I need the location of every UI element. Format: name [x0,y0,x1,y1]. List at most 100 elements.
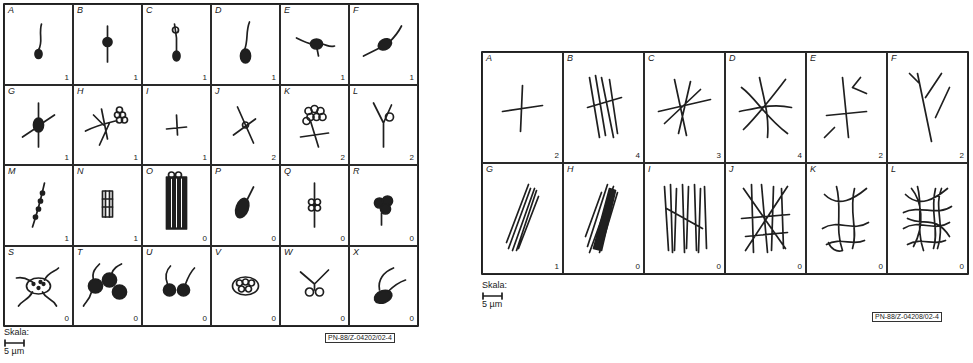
cell-class-number: 0 [134,315,138,323]
shape-cell: M1 [4,165,73,246]
shape-cell: U0 [142,246,211,327]
cell-class-number: 1 [341,74,345,82]
cell-letter: H [567,165,574,174]
cell-class-number: 0 [272,315,276,323]
shape-cell: G1 [482,163,563,274]
cell-letter: B [77,6,83,15]
cell-class-number: 0 [960,263,964,271]
shape-cell: F1 [349,4,418,85]
shape-cell: Q0 [280,165,349,246]
cell-class-number: 0 [341,315,345,323]
cell-letter: E [810,54,816,63]
shape-cell: C3 [644,52,725,163]
cell-class-number: 3 [717,152,721,160]
cell-class-number: 2 [960,152,964,160]
shape-cell: P0 [211,165,280,246]
shape-cell: X0 [349,246,418,327]
shape-cell: H1 [73,85,142,166]
shape-cell: W0 [280,246,349,327]
cell-class-number: 0 [798,263,802,271]
scale-value: 5 µm [4,346,24,356]
shape-cell: L0 [887,163,968,274]
cell-class-number: 0 [65,315,69,323]
standard-code: PN-88/Z-04208/02-4 [872,312,942,322]
cell-class-number: 0 [203,235,207,243]
cell-letter: V [215,248,221,257]
cell-class-number: 1 [203,74,207,82]
cell-class-number: 1 [203,154,207,162]
scale-title: Skala: [482,280,507,290]
cell-letter: O [146,167,153,176]
shape-cell: D1 [211,4,280,85]
shape-cell: I0 [644,163,725,274]
shape-cell: L2 [349,85,418,166]
shape-cell: R0 [349,165,418,246]
cell-class-number: 0 [879,263,883,271]
scale-title: Skala: [4,327,29,337]
cell-class-number: 2 [879,152,883,160]
shape-cell: J2 [211,85,280,166]
cell-letter: P [215,167,221,176]
shape-cell: N1 [73,165,142,246]
cell-letter: E [284,6,290,15]
cell-letter: B [567,54,573,63]
cell-class-number: 4 [636,152,640,160]
shape-cell: J0 [725,163,806,274]
cell-class-number: 2 [555,152,559,160]
cell-class-number: 0 [203,315,207,323]
shape-cell: G1 [4,85,73,166]
cell-class-number: 0 [410,315,414,323]
shape-cell: K0 [806,163,887,274]
shape-cell: C1 [142,4,211,85]
cell-letter: I [146,87,149,96]
cell-letter: I [648,165,651,174]
shape-cell: K2 [280,85,349,166]
cell-letter: G [486,165,493,174]
shape-cell: T0 [73,246,142,327]
cell-letter: L [891,165,896,174]
shape-cell: E2 [806,52,887,163]
cell-letter: X [353,248,359,257]
cell-letter: D [215,6,222,15]
cell-class-number: 0 [636,263,640,271]
cell-letter: G [8,87,15,96]
cell-letter: F [891,54,897,63]
shape-cell: V0 [211,246,280,327]
panel-frame [482,52,968,274]
shape-cell: H0 [563,163,644,274]
cell-class-number: 4 [798,152,802,160]
cell-class-number: 0 [272,235,276,243]
cell-class-number: 0 [410,235,414,243]
cell-letter: U [146,248,153,257]
cell-letter: C [648,54,655,63]
cell-class-number: 0 [341,235,345,243]
shape-cell: A1 [4,4,73,85]
cell-letter: K [810,165,816,174]
cell-class-number: 1 [410,74,414,82]
scale-value: 5 µm [482,299,502,309]
cell-letter: S [8,248,14,257]
shape-cell: O0 [142,165,211,246]
cell-letter: R [353,167,360,176]
cell-letter: K [284,87,290,96]
cell-letter: J [215,87,220,96]
shape-cell: I1 [142,85,211,166]
cell-letter: A [486,54,492,63]
cell-letter: T [77,248,83,257]
panel-frame [4,4,418,326]
cell-class-number: 1 [272,74,276,82]
cell-class-number: 1 [65,235,69,243]
scale-bar [5,293,502,346]
shape-cell: B4 [563,52,644,163]
shape-cell: S0 [4,246,73,327]
cell-letter: A [8,6,14,15]
cell-class-number: 2 [341,154,345,162]
cell-letter: C [146,6,153,15]
cell-class-number: 1 [134,154,138,162]
shape-cell: D4 [725,52,806,163]
cell-letter: F [353,6,359,15]
cell-letter: J [729,165,734,174]
cell-class-number: 0 [717,263,721,271]
shape-cell: A2 [482,52,563,163]
shape-cell: B1 [73,4,142,85]
